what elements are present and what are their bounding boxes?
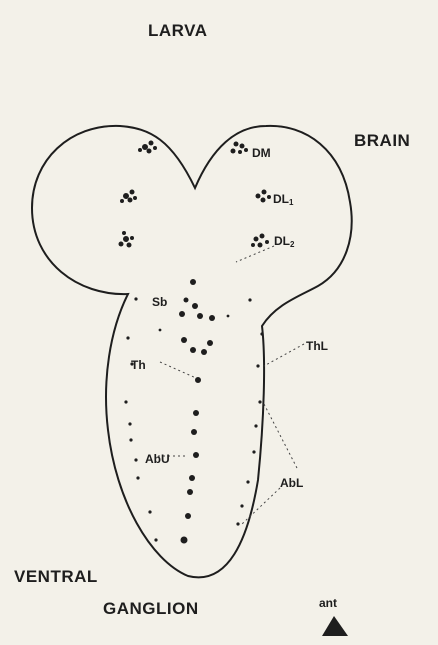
cluster-dl1 xyxy=(256,190,272,203)
brain-clusters-left xyxy=(119,141,158,248)
label-ganglion: GANGLION xyxy=(103,599,199,618)
label-dl2: DL2 xyxy=(274,234,295,249)
label-thl: ThL xyxy=(306,339,328,353)
label-dl1: DL1 xyxy=(273,192,294,207)
label-brain: BRAIN xyxy=(354,131,410,150)
label-dm: DM xyxy=(252,146,271,160)
cluster-dl2 xyxy=(251,234,269,248)
label-ant: ant xyxy=(319,596,337,610)
midline-neurons xyxy=(179,279,215,544)
label-abl: AbL xyxy=(280,476,303,490)
label-sb: Sb xyxy=(152,295,167,309)
cluster-dm xyxy=(231,142,249,155)
anterior-arrow-icon xyxy=(322,616,348,636)
label-th: Th xyxy=(131,358,146,372)
label-ventral: VENTRAL xyxy=(14,567,98,586)
label-abu: AbU xyxy=(145,452,170,466)
title-larva: LARVA xyxy=(148,21,208,40)
lateral-neurons xyxy=(124,297,263,541)
